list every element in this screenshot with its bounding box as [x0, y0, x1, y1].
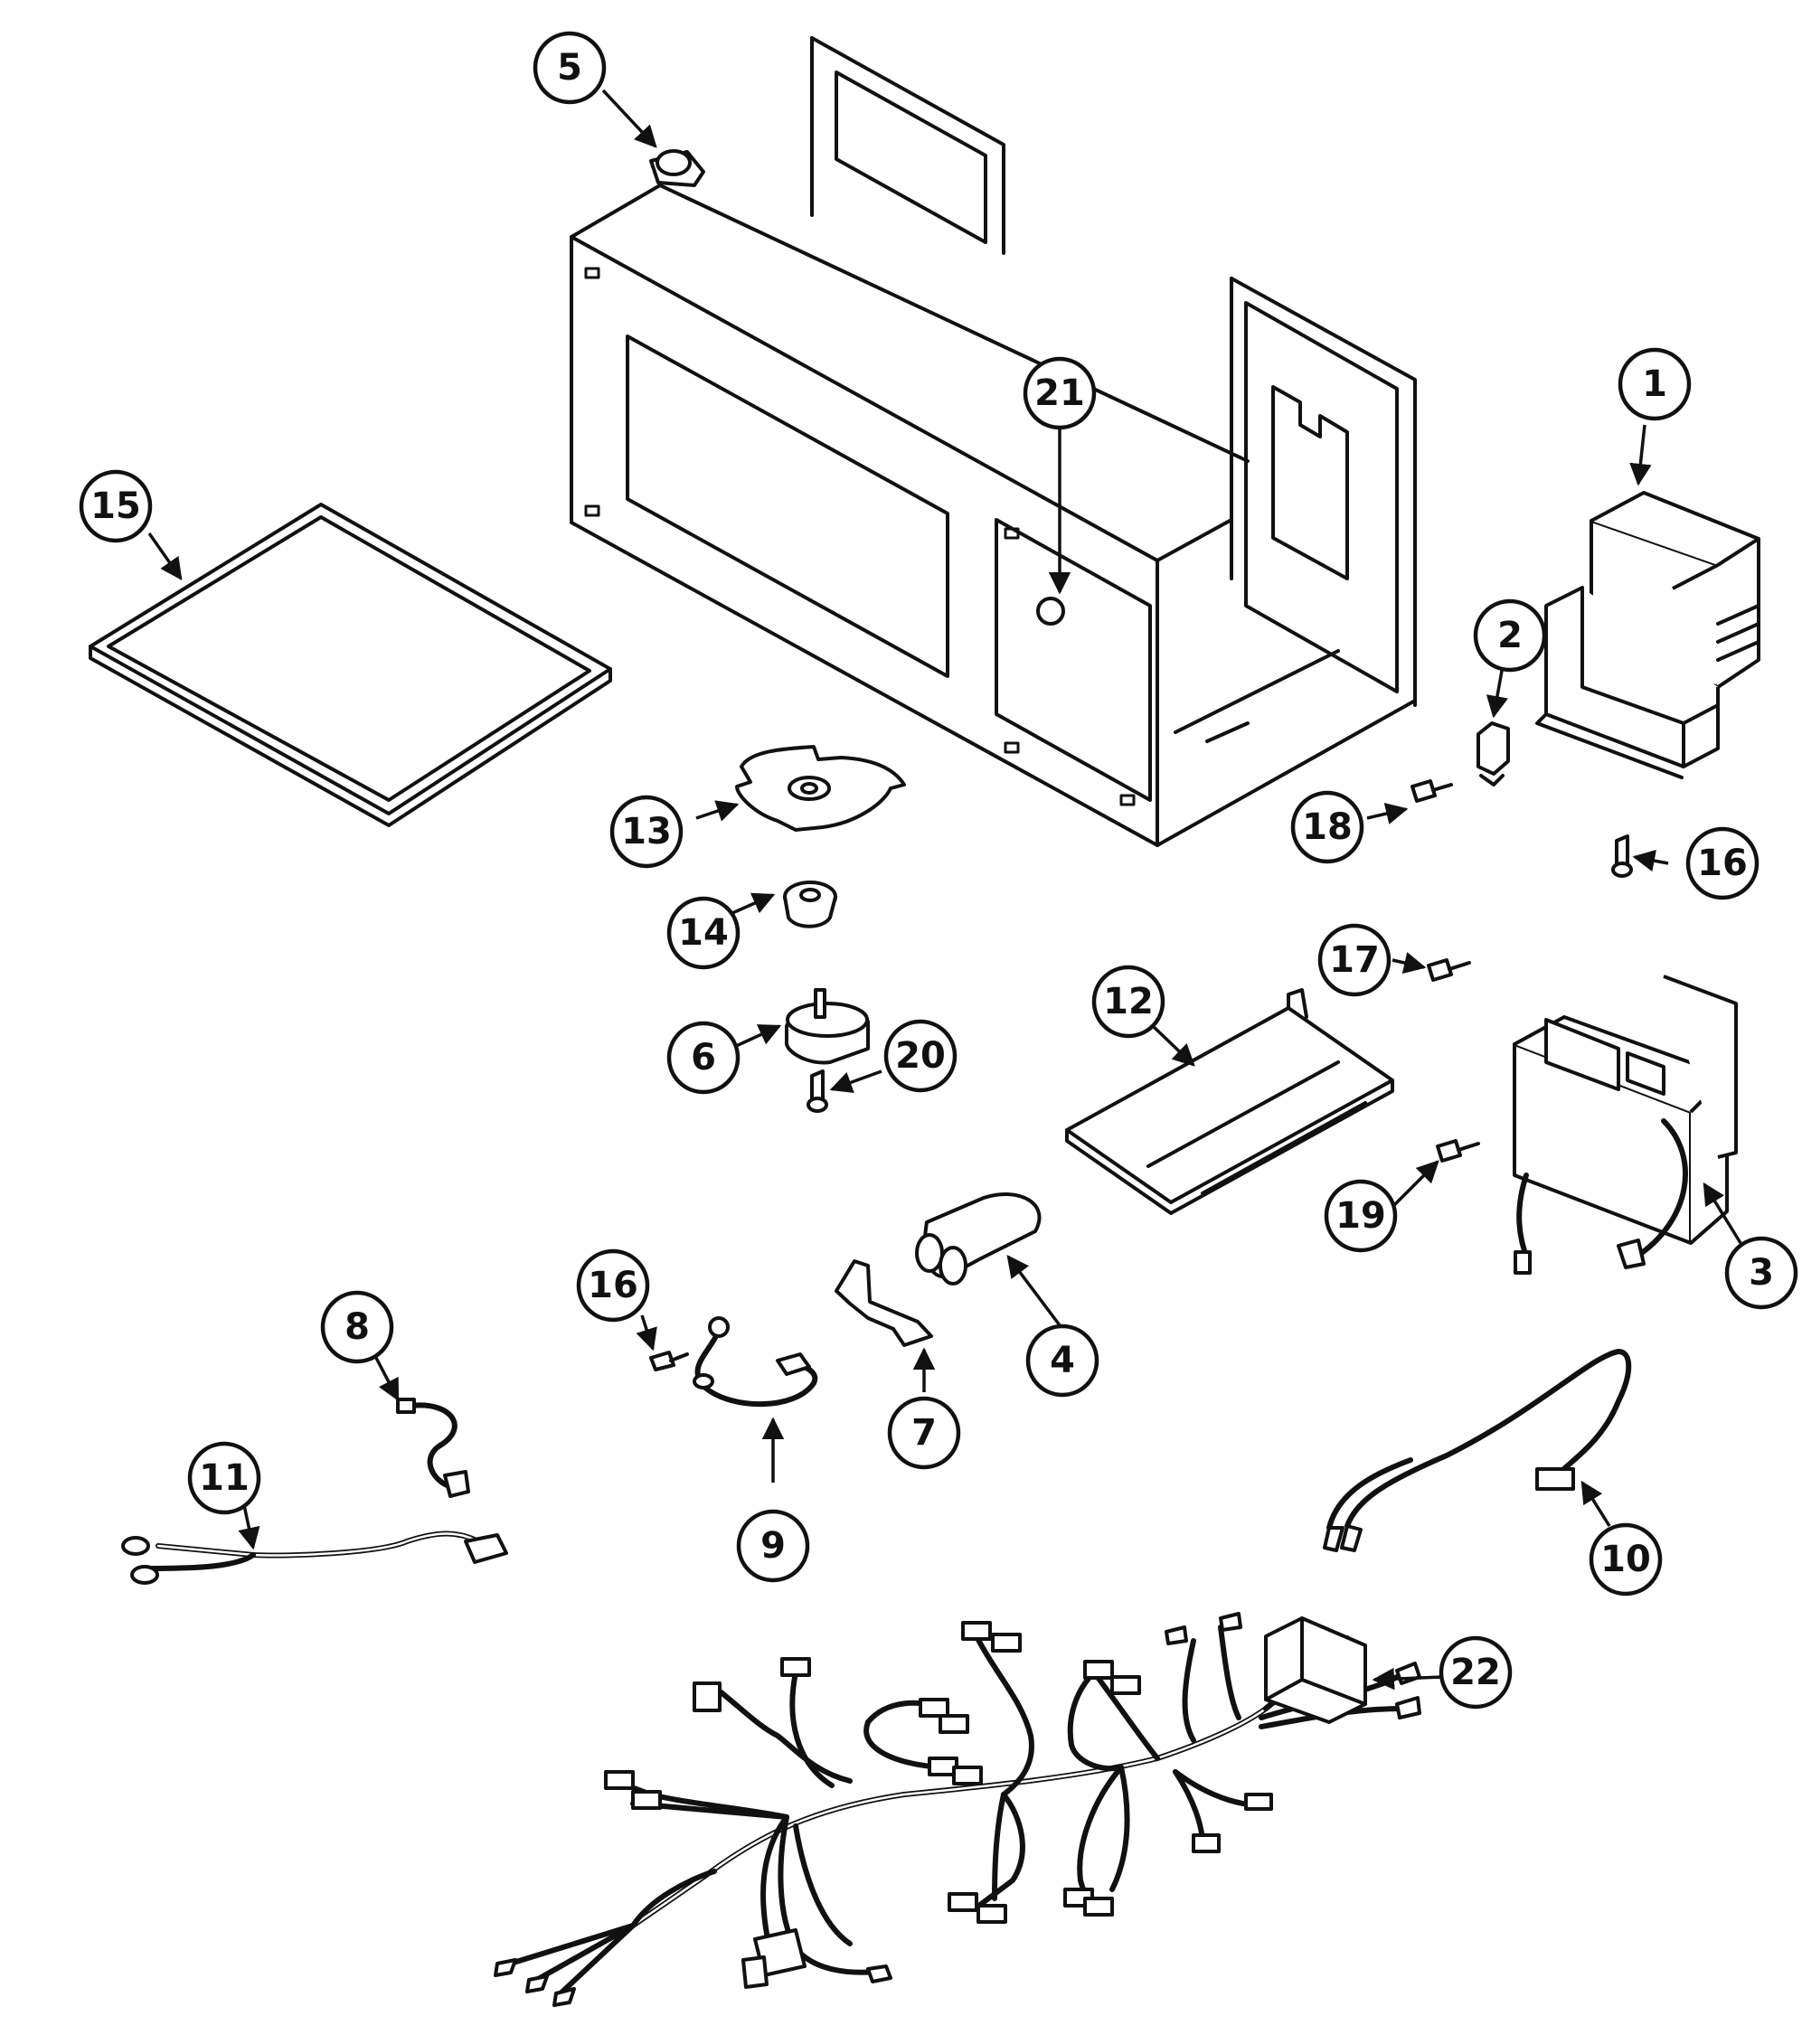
callout-22: 22 — [1439, 1635, 1513, 1710]
capacitor-bracket — [835, 1259, 933, 1347]
screw-20 — [807, 1069, 828, 1113]
callout-15: 15 — [79, 469, 153, 543]
svg-text:8: 8 — [344, 1306, 370, 1348]
callout-17: 17 — [1317, 923, 1392, 997]
callout-2: 2 — [1473, 598, 1547, 673]
svg-text:10: 10 — [1600, 1539, 1651, 1580]
leader-lines — [147, 89, 1742, 1691]
filter-transformer — [1513, 975, 1738, 1275]
svg-text:21: 21 — [1034, 372, 1085, 414]
screw-19 — [1436, 1139, 1480, 1163]
svg-text:20: 20 — [895, 1035, 946, 1077]
high-voltage-transformer — [1535, 491, 1760, 779]
svg-text:6: 6 — [691, 1037, 716, 1079]
svg-text:16: 16 — [588, 1265, 638, 1306]
glass-tray — [89, 503, 612, 827]
svg-text:2: 2 — [1497, 615, 1523, 656]
svg-text:14: 14 — [678, 912, 729, 954]
callout-18: 18 — [1290, 790, 1364, 864]
capacitor — [915, 1192, 1042, 1286]
svg-text:1: 1 — [1642, 363, 1667, 405]
wire-harness-11 — [121, 1531, 508, 1585]
callout-9: 9 — [736, 1509, 810, 1583]
callout-16b: 16 — [576, 1248, 650, 1323]
cabinet-chassis — [570, 36, 1417, 847]
turntable-coupler-plate — [735, 745, 906, 832]
callout-12: 12 — [1091, 965, 1165, 1039]
svg-text:11: 11 — [199, 1457, 250, 1499]
callout-13: 13 — [609, 795, 684, 869]
wire-lead-8 — [396, 1398, 470, 1498]
svg-text:18: 18 — [1302, 806, 1353, 848]
screw-16a — [1611, 834, 1633, 878]
svg-text:3: 3 — [1749, 1252, 1774, 1294]
callout-5: 5 — [533, 31, 607, 105]
callout-14: 14 — [666, 896, 741, 970]
svg-text:5: 5 — [557, 47, 582, 89]
callout-19: 19 — [1324, 1179, 1398, 1253]
svg-text:16: 16 — [1697, 843, 1748, 884]
callout-10: 10 — [1589, 1522, 1663, 1597]
coupler-roller — [783, 881, 837, 928]
callout-16a: 16 — [1685, 826, 1760, 900]
callout-7: 7 — [887, 1396, 961, 1470]
screw-16b — [649, 1351, 689, 1371]
wire-lead-10 — [1323, 1349, 1632, 1552]
callout-1: 1 — [1618, 347, 1692, 421]
wire-lead-9 — [693, 1316, 818, 1408]
svg-text:15: 15 — [90, 485, 141, 527]
svg-text:12: 12 — [1103, 981, 1154, 1022]
turntable-motor — [785, 988, 870, 1065]
callout-3: 3 — [1724, 1236, 1798, 1310]
callout-11: 11 — [187, 1441, 261, 1515]
mounting-plate — [1065, 988, 1394, 1215]
thermal-fuse — [1477, 721, 1510, 787]
screw-17 — [1427, 958, 1471, 982]
callout-4: 4 — [1025, 1323, 1099, 1398]
svg-text:4: 4 — [1050, 1340, 1075, 1381]
svg-text:7: 7 — [911, 1412, 937, 1454]
callout-21: 21 — [1023, 356, 1097, 430]
callout-8: 8 — [320, 1290, 394, 1364]
svg-text:9: 9 — [760, 1525, 786, 1567]
svg-text:13: 13 — [621, 811, 672, 852]
svg-text:19: 19 — [1335, 1195, 1386, 1237]
thermostat-cutout — [649, 149, 705, 187]
svg-text:17: 17 — [1329, 939, 1380, 981]
callout-6: 6 — [666, 1021, 741, 1095]
screw-18 — [1410, 779, 1453, 803]
main-wiring-harness — [494, 1612, 1421, 2007]
svg-text:22: 22 — [1450, 1652, 1501, 1693]
callout-20: 20 — [883, 1019, 958, 1093]
